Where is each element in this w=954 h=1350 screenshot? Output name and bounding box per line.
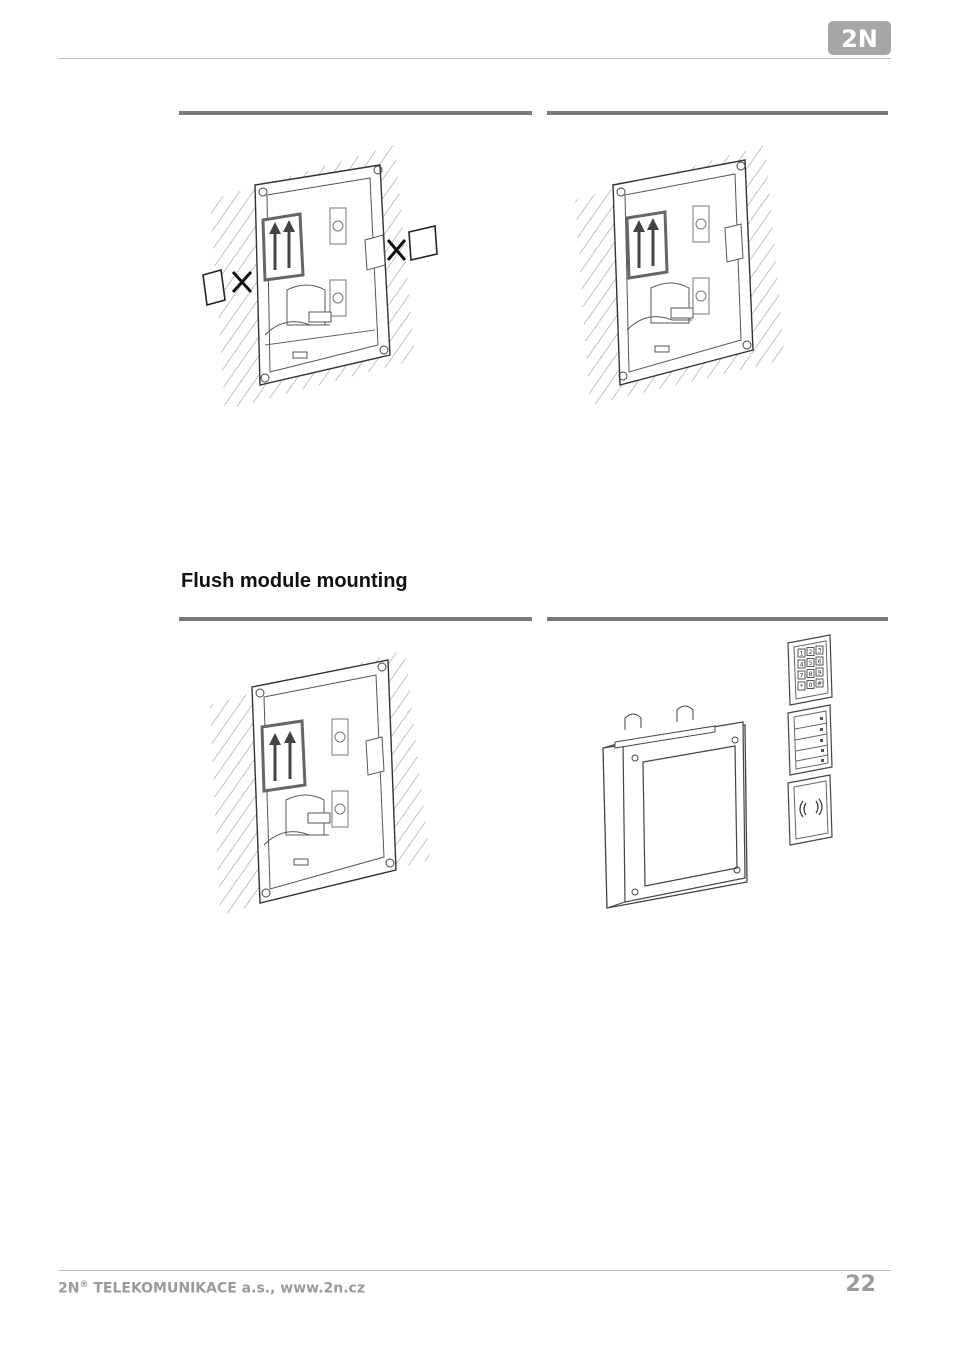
keypad-key	[797, 659, 806, 669]
arrow-up-icon	[625, 210, 669, 280]
header-divider	[58, 58, 891, 59]
keypad-key-label: 4	[800, 662, 804, 669]
keypad-key	[806, 647, 815, 656]
button-module-icon	[787, 704, 833, 776]
registered-mark: ®	[79, 1280, 89, 1290]
keypad-key-label: 6	[818, 659, 822, 666]
blank-cover-icon	[202, 268, 226, 307]
keypad-key-label: 2	[809, 649, 813, 656]
mounting-tab	[624, 713, 642, 730]
figure-1-rule	[179, 111, 532, 115]
figure-mounting-frame-remove-covers	[202, 145, 438, 410]
figure-2-rule	[547, 111, 888, 115]
footer-company-details: TELEKOMUNIKACE a.s., www.2n.cz	[88, 1280, 365, 1297]
arrow-up-icon	[261, 212, 305, 282]
keypad-key	[815, 678, 824, 688]
keypad-key-label: 0	[809, 682, 813, 689]
section-title: Flush module mounting	[181, 570, 408, 592]
page-number: 22	[845, 1272, 876, 1297]
keypad-key	[806, 669, 815, 678]
keypad-key-label: 3	[818, 648, 822, 655]
logo-text: 2N	[841, 25, 878, 53]
keypad-key	[806, 658, 815, 667]
footer-divider	[58, 1270, 891, 1271]
figure-4-rule	[547, 617, 888, 621]
figure-mounting-frame-covers-removed	[575, 145, 785, 405]
main-unit	[602, 705, 748, 909]
keypad-key-label: #	[817, 681, 822, 688]
keypad-key-label: 9	[818, 670, 822, 677]
keypad-key	[806, 680, 815, 689]
keypad-key	[797, 648, 806, 658]
keypad-key	[797, 681, 806, 691]
cross-mark-icon	[231, 270, 253, 294]
mounting-tab	[676, 705, 694, 722]
arrow-up-icon	[260, 719, 307, 793]
brand-logo: 2N	[828, 21, 891, 55]
keypad-key	[797, 670, 806, 680]
keypad-key-label: 7	[800, 673, 804, 680]
keypad-key-label: 5	[809, 660, 813, 667]
rfid-reader-icon	[787, 774, 833, 846]
keypad-key-label: 1	[800, 651, 804, 658]
keypad-key	[815, 645, 824, 655]
keypad-key-label: *	[800, 684, 803, 691]
footer-company: 2N® TELEKOMUNIKACE a.s., www.2n.cz	[58, 1280, 365, 1297]
keypad-key	[815, 656, 824, 666]
footer-company-name: 2N	[58, 1280, 80, 1297]
figure-3-rule	[179, 617, 532, 621]
figure-flush-frame	[210, 650, 430, 915]
keypad-key	[815, 667, 824, 677]
blank-cover-icon	[408, 225, 438, 261]
cross-mark-icon	[386, 239, 407, 261]
keypad-key-label: 8	[809, 671, 813, 678]
